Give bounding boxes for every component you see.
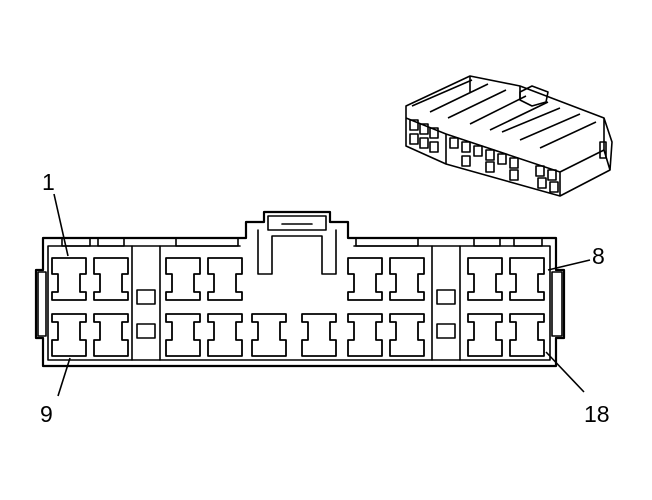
cavity-pin-6: [389, 257, 425, 301]
cavity-pin-17: [467, 313, 503, 357]
section-dividers: [131, 245, 461, 361]
leader-pin-18: [545, 351, 585, 393]
leader-pin-1: [53, 193, 69, 257]
side-clips: [37, 271, 563, 337]
leader-pin-9: [57, 357, 71, 397]
cavity-pin-7: [467, 257, 503, 301]
pin-label-1: 1: [42, 169, 55, 195]
cavity-pin-13: [251, 313, 287, 357]
cavity-pin-12: [207, 313, 243, 357]
cavity-pin-4: [207, 257, 243, 301]
cavity-pin-5: [347, 257, 383, 301]
connector-isometric-view: [405, 75, 613, 197]
pin-label-18: 18: [584, 401, 610, 427]
terminal-cavities: [51, 257, 545, 357]
cavity-pin-11: [165, 313, 201, 357]
cavity-pin-9: [51, 313, 87, 357]
locking-latch: [257, 215, 337, 275]
cavity-pin-16: [389, 313, 425, 357]
connector-housing: [34, 210, 566, 368]
pin-label-9: 9: [40, 401, 53, 427]
cavity-pin-1: [51, 257, 87, 301]
leader-pin-8: [547, 259, 591, 271]
cavity-pin-14: [301, 313, 337, 357]
cavity-pin-8: [509, 257, 545, 301]
cavity-pin-15: [347, 313, 383, 357]
cavity-pin-3: [165, 257, 201, 301]
pin-label-8: 8: [592, 243, 605, 269]
cavity-pin-2: [93, 257, 129, 301]
pin-leaders: [53, 193, 591, 397]
cavity-pin-10: [93, 313, 129, 357]
cavity-pin-18: [509, 313, 545, 357]
connector-face-view: [34, 210, 566, 368]
top-tabs: [61, 237, 543, 247]
